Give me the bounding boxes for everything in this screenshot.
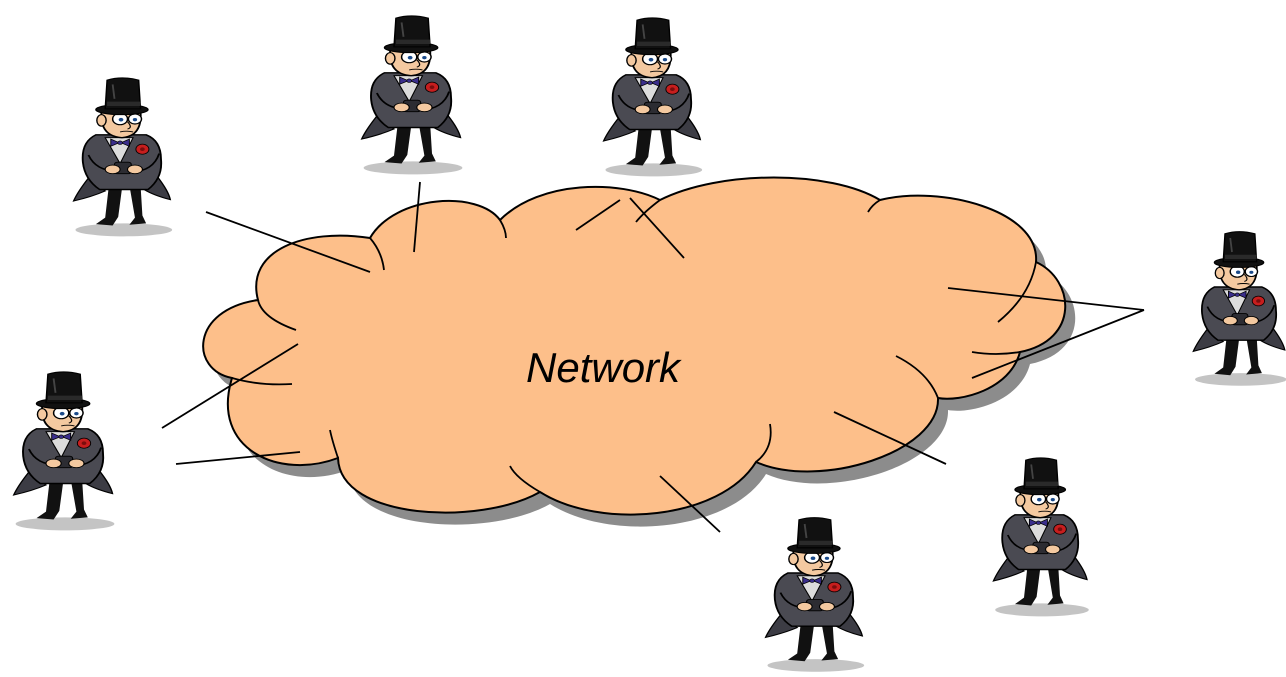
gentleman-1-top-hat-gentleman-icon (72, 76, 174, 238)
link-6 (971, 309, 1145, 379)
cloud-inner-arcs (231, 199, 1037, 493)
link-10 (175, 451, 301, 465)
link-4 (629, 197, 685, 259)
link-7 (833, 411, 947, 465)
gentleman-3-top-hat-gentleman-icon (602, 16, 704, 178)
gentleman-2-top-hat-gentleman-icon (360, 14, 464, 176)
gentleman-7-top-hat-gentleman-icon (764, 516, 866, 673)
link-1 (205, 211, 371, 273)
link-5 (947, 287, 1145, 311)
gentleman-5-top-hat-gentleman-icon (12, 370, 116, 532)
link-2 (413, 181, 421, 253)
connection-lines (161, 181, 1145, 533)
cloud-label: Network (526, 344, 682, 391)
gentleman-4-top-hat-gentleman-icon (1192, 230, 1286, 387)
link-3 (575, 199, 621, 231)
link-9 (161, 343, 299, 429)
gentleman-6-top-hat-gentleman-icon (992, 457, 1090, 618)
link-8 (659, 475, 721, 533)
